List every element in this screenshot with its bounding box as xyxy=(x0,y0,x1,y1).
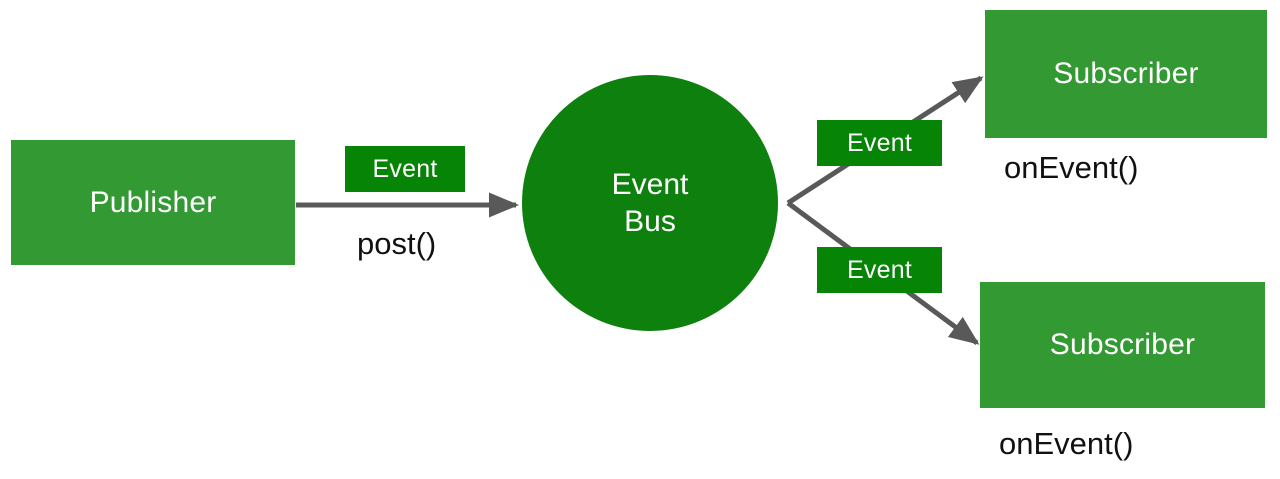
edge-label-event-bottom-text: Event xyxy=(847,255,912,284)
caption-on-event-top-text: onEvent() xyxy=(1004,150,1139,185)
node-publisher[interactable]: Publisher xyxy=(11,140,295,265)
node-subscriber-top-label: Subscriber xyxy=(1053,57,1199,91)
node-subscriber-top[interactable]: Subscriber xyxy=(985,10,1267,138)
caption-post: post() xyxy=(357,228,436,259)
edge-label-event-top: Event xyxy=(817,120,942,166)
edge-label-event-bottom: Event xyxy=(817,247,942,293)
edge-label-event-post-text: Event xyxy=(372,154,438,183)
caption-on-event-bottom-text: onEvent() xyxy=(999,426,1134,461)
caption-on-event-bottom: onEvent() xyxy=(999,428,1133,459)
node-event-bus-label-line2: Bus xyxy=(624,205,676,238)
node-subscriber-bottom[interactable]: Subscriber xyxy=(980,282,1265,408)
node-publisher-label: Publisher xyxy=(89,185,217,219)
caption-on-event-top: onEvent() xyxy=(1004,152,1138,183)
edge-label-event-post: Event xyxy=(345,146,465,192)
edge-label-event-top-text: Event xyxy=(847,128,912,157)
node-event-bus[interactable]: Event Bus xyxy=(522,75,778,331)
node-event-bus-label-line1: Event xyxy=(611,167,689,201)
node-subscriber-bottom-label: Subscriber xyxy=(1049,328,1196,362)
caption-post-text: post() xyxy=(357,226,437,261)
